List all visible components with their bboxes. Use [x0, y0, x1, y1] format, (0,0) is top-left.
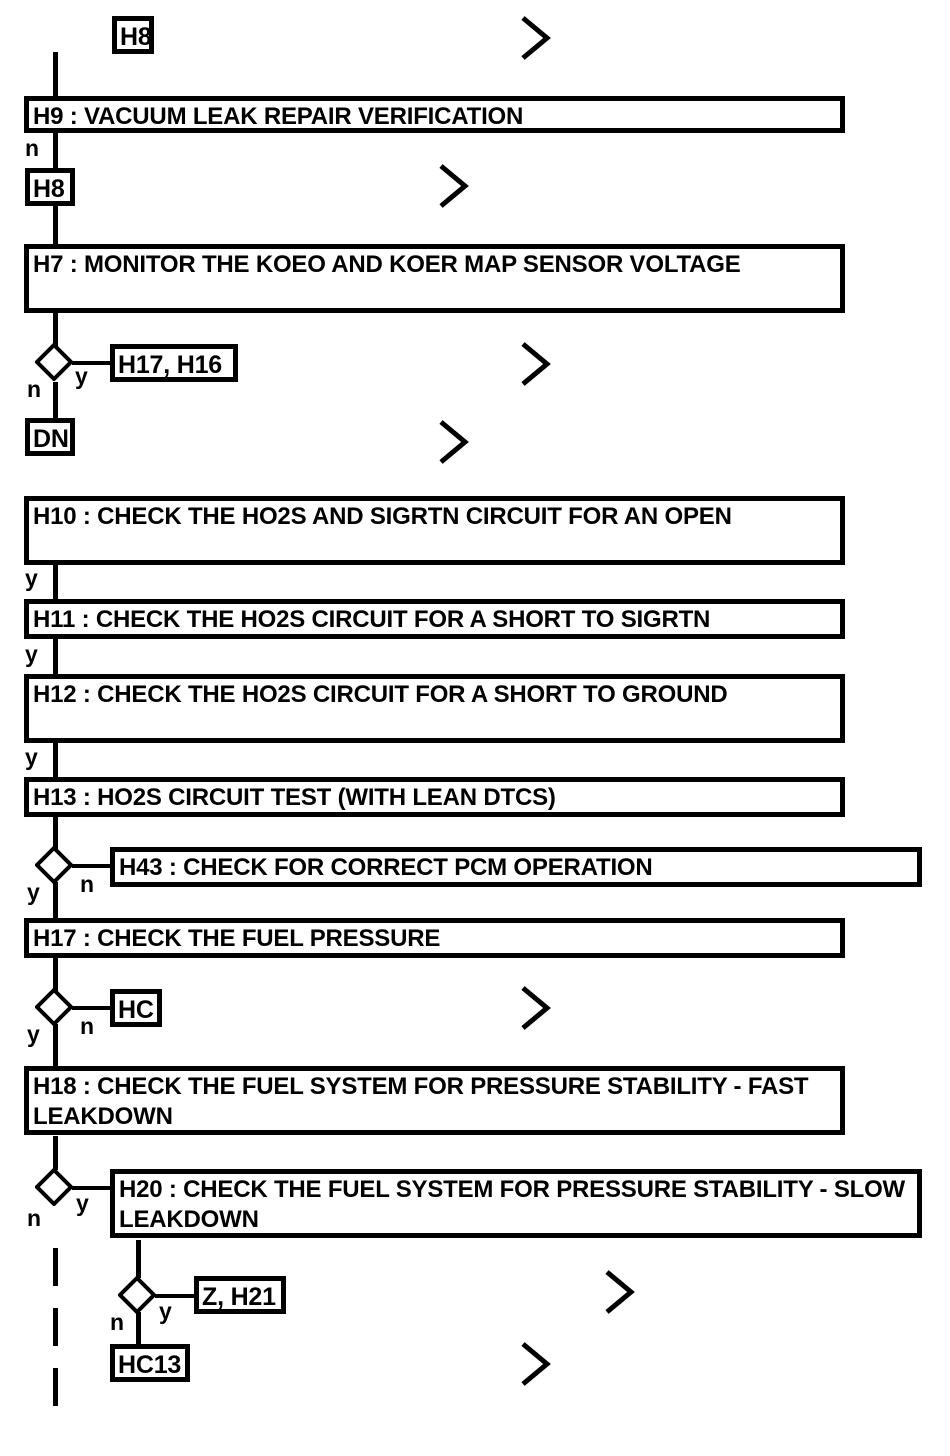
- connector-line: [53, 562, 58, 600]
- process-box-h13[interactable]: H13 : HO2S CIRCUIT TEST (WITH LEAN DTCS): [24, 777, 845, 817]
- process-box-h43[interactable]: H43 : CHECK FOR CORRECT PCM OPERATION: [110, 847, 922, 887]
- connector-line: [72, 1186, 112, 1190]
- chevron-right-icon: [520, 984, 552, 1032]
- chevron-right-icon: [438, 162, 470, 210]
- branch-label-n: n: [25, 135, 40, 161]
- decision-diamond: [35, 988, 73, 1026]
- chevron-right-icon: [604, 1268, 636, 1316]
- branch-label-y: y: [25, 744, 38, 770]
- branch-label-n: n: [80, 871, 95, 897]
- chevron-right-icon: [520, 14, 552, 62]
- connector-tag-h8-top[interactable]: H8: [112, 16, 154, 54]
- connector-line-dashed: [53, 1368, 58, 1406]
- chevron-right-icon: [520, 1340, 552, 1388]
- connector-line: [53, 740, 58, 778]
- connector-line: [53, 312, 58, 350]
- connector-line: [72, 864, 112, 868]
- process-box-h10[interactable]: H10 : CHECK THE HO2S AND SIGRTN CIRCUIT …: [24, 496, 845, 565]
- process-box-h12[interactable]: H12 : CHECK THE HO2S CIRCUIT FOR A SHORT…: [24, 674, 845, 743]
- process-box-h17[interactable]: H17 : CHECK THE FUEL PRESSURE: [24, 918, 845, 958]
- branch-label-n: n: [80, 1013, 95, 1039]
- connector-line: [53, 882, 58, 922]
- connector-tag-hc13[interactable]: HC13: [110, 1344, 190, 1382]
- connector-line: [136, 1240, 141, 1278]
- branch-label-y: y: [25, 565, 38, 591]
- decision-diamond: [35, 846, 73, 884]
- decision-diamond: [118, 1276, 156, 1314]
- connector-line: [53, 204, 58, 248]
- branch-label-n: n: [27, 376, 42, 402]
- connector-line: [136, 1312, 141, 1348]
- chevron-right-icon: [438, 418, 470, 466]
- branch-label-y: y: [76, 1190, 89, 1216]
- connector-tag-h8-second[interactable]: H8: [25, 168, 75, 206]
- connector-line: [72, 1006, 112, 1010]
- branch-label-n: n: [110, 1309, 125, 1335]
- process-box-h20[interactable]: H20 : CHECK THE FUEL SYSTEM FOR PRESSURE…: [110, 1169, 922, 1238]
- branch-label-y: y: [25, 641, 38, 667]
- connector-line: [53, 130, 58, 170]
- process-box-h18[interactable]: H18 : CHECK THE FUEL SYSTEM FOR PRESSURE…: [24, 1066, 845, 1135]
- process-box-h7[interactable]: H7 : MONITOR THE KOEO AND KOER MAP SENSO…: [24, 244, 845, 313]
- connector-line: [53, 638, 58, 676]
- connector-line: [72, 361, 112, 365]
- process-box-h9[interactable]: H9 : VACUUM LEAK REPAIR VERIFICATION: [24, 96, 845, 133]
- decision-diamond: [35, 1168, 73, 1206]
- connector-line-dashed: [53, 1308, 58, 1346]
- connector-tag-z-h21[interactable]: Z, H21: [194, 1276, 286, 1314]
- connector-line-dashed: [53, 1248, 58, 1286]
- connector-tag-hc[interactable]: HC: [110, 989, 162, 1027]
- connector-line: [155, 1294, 195, 1298]
- connector-line: [53, 955, 58, 993]
- branch-label-y: y: [159, 1298, 172, 1324]
- connector-line: [53, 814, 58, 850]
- process-box-h11[interactable]: H11 : CHECK THE HO2S CIRCUIT FOR A SHORT…: [24, 599, 845, 639]
- branch-label-y: y: [27, 879, 40, 905]
- branch-label-n: n: [27, 1205, 42, 1231]
- branch-label-y: y: [75, 363, 88, 389]
- connector-tag-dn[interactable]: DN: [25, 418, 75, 456]
- connector-line: [53, 52, 58, 100]
- chevron-right-icon: [520, 340, 552, 388]
- decision-diamond: [35, 343, 73, 381]
- connector-tag-h17-h16[interactable]: H17, H16: [110, 344, 238, 382]
- branch-label-y: y: [27, 1021, 40, 1047]
- connector-line: [53, 1136, 58, 1170]
- connector-line: [53, 382, 58, 420]
- connector-line: [53, 1024, 58, 1066]
